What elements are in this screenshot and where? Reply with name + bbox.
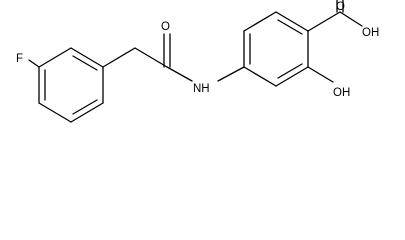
fluorophenyl-ring xyxy=(38,47,104,123)
bond xyxy=(243,66,277,87)
atom-label-amine-nh: NH xyxy=(193,83,210,95)
bond-ring-carboxyl xyxy=(307,11,341,32)
bond-ring-oh xyxy=(307,66,334,83)
bond xyxy=(275,11,309,32)
double-bond-inner xyxy=(72,55,98,71)
double-bond-inner xyxy=(277,63,303,79)
bond xyxy=(243,11,277,32)
bond-n-ring xyxy=(217,66,245,82)
chemical-structure-diagram: F O NH OH OH O xyxy=(16,0,379,123)
salicylic-ring xyxy=(243,11,309,87)
bond xyxy=(70,102,104,123)
atom-label-fluorine: F xyxy=(16,53,23,65)
atom-label-carboxyl-oh: OH xyxy=(362,27,379,39)
bond-c-f xyxy=(28,59,40,68)
bond xyxy=(70,47,104,68)
bond-carbonyl-n xyxy=(166,66,193,82)
double-bond-inner xyxy=(72,99,98,115)
bond-ch2-carbonyl xyxy=(134,47,168,68)
atom-label-amide-oxygen: O xyxy=(161,21,170,33)
bond xyxy=(38,47,72,68)
bond-carboxyl-oh xyxy=(339,11,363,27)
double-bond-inner xyxy=(277,19,303,35)
atom-label-carboxyl-oxygen: O xyxy=(336,1,345,13)
bond xyxy=(275,66,309,87)
bond-ring-ch2 xyxy=(102,47,136,68)
bond xyxy=(38,102,72,123)
atom-label-phenol-oh: OH xyxy=(333,87,350,99)
